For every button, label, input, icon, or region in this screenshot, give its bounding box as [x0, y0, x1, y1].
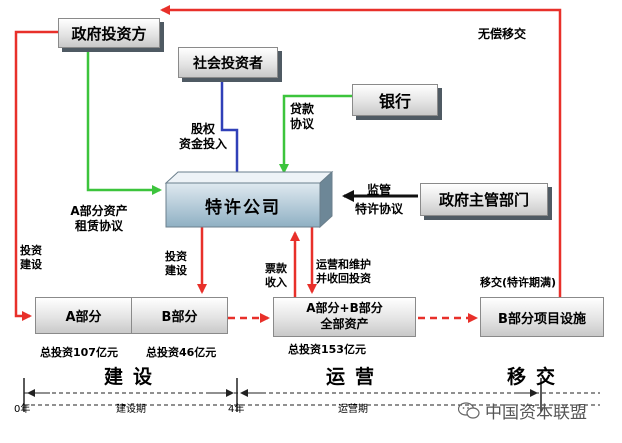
total-investment-all: 总投资153亿元: [288, 343, 366, 356]
social-investor-label: 社会投资者: [193, 55, 263, 72]
label-invest-build-left-line2: 建设: [20, 257, 42, 271]
label-ticket-income: 票款 收入: [260, 262, 292, 290]
label-loan-line2: 协议: [289, 117, 314, 131]
government-authority-label: 政府主管部门: [438, 191, 529, 209]
b-facility-label: B部分项目设施: [498, 311, 586, 327]
government-investor-box: 政府投资方: [58, 18, 160, 48]
label-supervision-line2: 特许协议: [354, 202, 403, 217]
wechat-icon: [458, 401, 480, 419]
social-investor-box: 社会投资者: [178, 47, 278, 78]
label-invest-build-mid-line1: 投资: [165, 250, 187, 263]
timeline-operation-period: 运营期: [338, 404, 368, 415]
franchise-company-box: 特许公司: [166, 183, 320, 227]
government-investor-label: 政府投资方: [71, 24, 147, 43]
all-assets-label-line1: A部分+B部分: [306, 301, 383, 316]
franchise-company-box-shape: [164, 170, 334, 229]
label-invest-build-mid-line2: 建设: [165, 263, 187, 277]
label-handover-expire: 移交(特许期满): [480, 276, 557, 289]
label-operate-maintain: 运营和维护 并收回投资: [316, 258, 371, 286]
label-supervision-line1: 监管: [366, 183, 391, 197]
label-invest-build-mid: 投资 建设: [160, 250, 192, 278]
label-gratuitous-transfer: 无偿移交: [478, 27, 527, 41]
bank-box: 银行: [352, 84, 438, 116]
part-a-box: A部分: [35, 297, 132, 334]
label-equity-line2: 资金投入: [178, 137, 227, 151]
label-ticket-income-line1: 票款: [265, 262, 287, 275]
government-authority-box: 政府主管部门: [420, 183, 548, 216]
timeline-year-4: 4年: [228, 404, 245, 415]
edge-asset-lease: [86, 48, 162, 195]
total-investment-a: 总投资107亿元: [40, 346, 118, 359]
edge-equity-investment: [220, 79, 242, 183]
label-equity-line1: 股权: [190, 122, 215, 136]
part-b-box: B部分: [131, 297, 228, 334]
edge-gov-invest-build: [14, 30, 66, 321]
label-loan-line1: 贷款: [289, 102, 314, 116]
label-operate-line2: 并收回投资: [316, 271, 371, 285]
phase-build: 建设: [104, 366, 163, 388]
label-invest-build-left: 投资 建设: [16, 244, 46, 272]
phase-operate: 运营: [326, 366, 385, 388]
label-operate-line1: 运营和维护: [316, 258, 371, 271]
label-equity-investment: 股权 资金投入: [170, 122, 236, 152]
label-asset-lease-line2: 租赁协议: [74, 219, 123, 233]
label-supervision: 监管 特许协议: [340, 181, 418, 219]
phase-handover: 移交: [507, 366, 566, 388]
label-invest-build-left-line1: 投资: [20, 244, 42, 257]
label-asset-lease-line1: A部分资产: [70, 204, 128, 218]
all-assets-box: A部分+B部分 全部资产: [273, 297, 416, 337]
timeline-year-0: 0年: [14, 404, 31, 415]
part-a-label: A部分: [65, 310, 102, 325]
label-loan-agreement: 贷款 协议: [287, 102, 317, 132]
label-asset-lease: A部分资产 租赁协议: [54, 204, 144, 234]
all-assets-label-line2: 全部资产: [320, 317, 369, 331]
timeline-build-period: 建设期: [116, 404, 146, 415]
part-b-label: B部分: [161, 310, 198, 325]
watermark-text: 中国资本联盟: [485, 403, 587, 423]
b-facility-box: B部分项目设施: [480, 297, 604, 337]
franchise-company-label: 特许公司: [205, 197, 281, 218]
edge-gratuitous-transfer: [160, 5, 562, 300]
edge-loan: [279, 94, 356, 174]
total-investment-b: 总投资46亿元: [146, 346, 217, 359]
watermark: 中国资本联盟: [458, 398, 587, 423]
bank-label: 银行: [378, 92, 411, 111]
label-ticket-income-line2: 收入: [265, 275, 287, 289]
